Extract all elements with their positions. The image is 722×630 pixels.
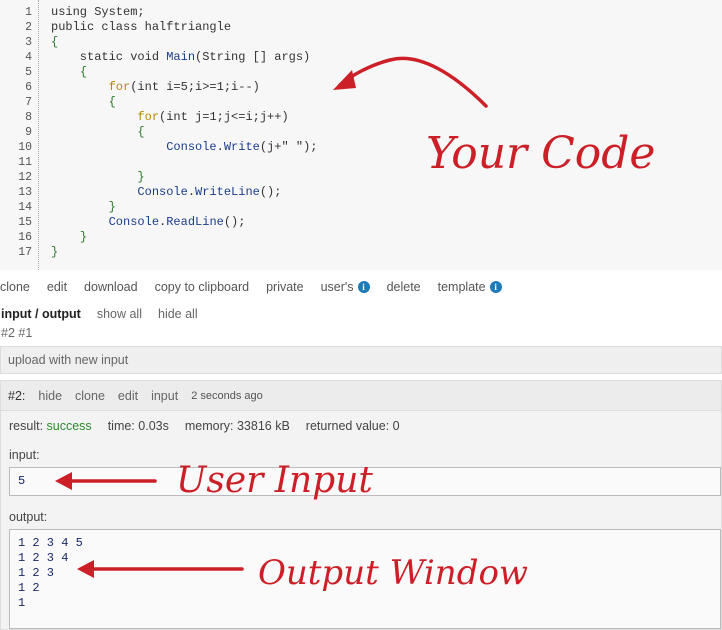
clone-run-link[interactable]: clone xyxy=(75,388,105,403)
line-number: 6 xyxy=(25,81,32,94)
output-arrowhead xyxy=(77,560,94,578)
result-header: #2: hide clone edit input 2 seconds ago xyxy=(1,381,721,411)
time-value: 0.03s xyxy=(138,419,169,433)
line-number: 16 xyxy=(18,231,32,244)
your-code-annotation: Your Code xyxy=(426,128,656,179)
line-number: 14 xyxy=(18,201,32,214)
download-link[interactable]: download xyxy=(84,280,138,294)
result-label: result: xyxy=(9,419,44,433)
output-label: output: xyxy=(9,510,48,524)
line-number: 12 xyxy=(18,171,32,184)
line-number: 5 xyxy=(25,66,32,79)
input-label: input: xyxy=(9,448,40,462)
user-input-annotation: User Input xyxy=(176,460,373,501)
template-label: template xyxy=(437,280,486,294)
copy-to-clipboard-link[interactable]: copy to clipboard xyxy=(154,280,250,294)
gutter-divider xyxy=(38,0,39,270)
code-arrow xyxy=(338,56,488,108)
returned-value: returned value: 0 xyxy=(306,419,400,433)
line-number: 9 xyxy=(25,126,32,139)
line-number: 2 xyxy=(25,21,32,34)
run-stats: result: success time: 0.03s memory: 3381… xyxy=(9,419,416,433)
run-timestamp: 2 seconds ago xyxy=(191,389,263,402)
output-line: 1 xyxy=(18,596,26,610)
line-number: 4 xyxy=(25,51,32,64)
edit-link[interactable]: edit xyxy=(46,280,68,294)
output-line: 1 2 3 4 xyxy=(18,551,69,565)
result-status: result: success xyxy=(9,419,92,433)
time-label: time: xyxy=(107,419,135,433)
line-number: 17 xyxy=(18,246,32,259)
status-value: success xyxy=(46,419,92,433)
output-line: 1 2 3 4 5 xyxy=(18,536,83,550)
output-window-annotation: Output Window xyxy=(258,553,529,593)
run-time: time: 0.03s xyxy=(108,419,169,433)
output-line: 1 2 3 xyxy=(18,566,55,580)
returned-number: 0 xyxy=(392,419,400,433)
memory-value: 33816 kB xyxy=(236,419,290,433)
info-icon[interactable]: i xyxy=(489,281,502,293)
private-link[interactable]: private xyxy=(266,280,304,294)
run-references[interactable]: #2 #1 xyxy=(1,326,33,340)
run-memory: memory: 33816 kB xyxy=(185,419,290,433)
line-number: 8 xyxy=(25,111,32,124)
memory-label: memory: xyxy=(184,419,234,433)
tab-input-output[interactable]: input / output xyxy=(1,307,81,321)
input-arrowhead xyxy=(55,472,72,490)
input-link[interactable]: input xyxy=(151,388,179,403)
hide-all-link[interactable]: hide all xyxy=(158,307,198,321)
output-line: 1 2 xyxy=(18,581,40,595)
clone-link[interactable]: clone xyxy=(0,280,30,294)
source-code[interactable]: using System;public class halftriangle{ … xyxy=(51,5,318,259)
result-panel: #2: hide clone edit input 2 seconds ago … xyxy=(0,380,722,630)
run-id: #2: xyxy=(8,388,26,403)
returned-label: returned value: xyxy=(305,419,390,433)
upload-with-new-input-button[interactable]: upload with new input xyxy=(0,346,722,374)
code-toolbar: clone edit download copy to clipboard pr… xyxy=(0,278,519,296)
info-icon[interactable]: i xyxy=(357,281,370,293)
line-number: 1 xyxy=(25,6,32,19)
line-number: 15 xyxy=(18,216,32,229)
code-arrowhead xyxy=(333,70,356,90)
line-number: 7 xyxy=(25,96,32,109)
line-number: 10 xyxy=(18,141,32,154)
delete-link[interactable]: delete xyxy=(386,280,421,294)
hide-link[interactable]: hide xyxy=(38,388,63,403)
line-number: 3 xyxy=(25,36,32,49)
edit-run-link[interactable]: edit xyxy=(117,388,139,403)
line-number: 11 xyxy=(18,156,32,169)
io-tabs: input / output show all hide all xyxy=(1,307,214,321)
show-all-link[interactable]: show all xyxy=(96,307,142,321)
line-number: 13 xyxy=(18,186,32,199)
users-label: user's xyxy=(320,280,354,294)
